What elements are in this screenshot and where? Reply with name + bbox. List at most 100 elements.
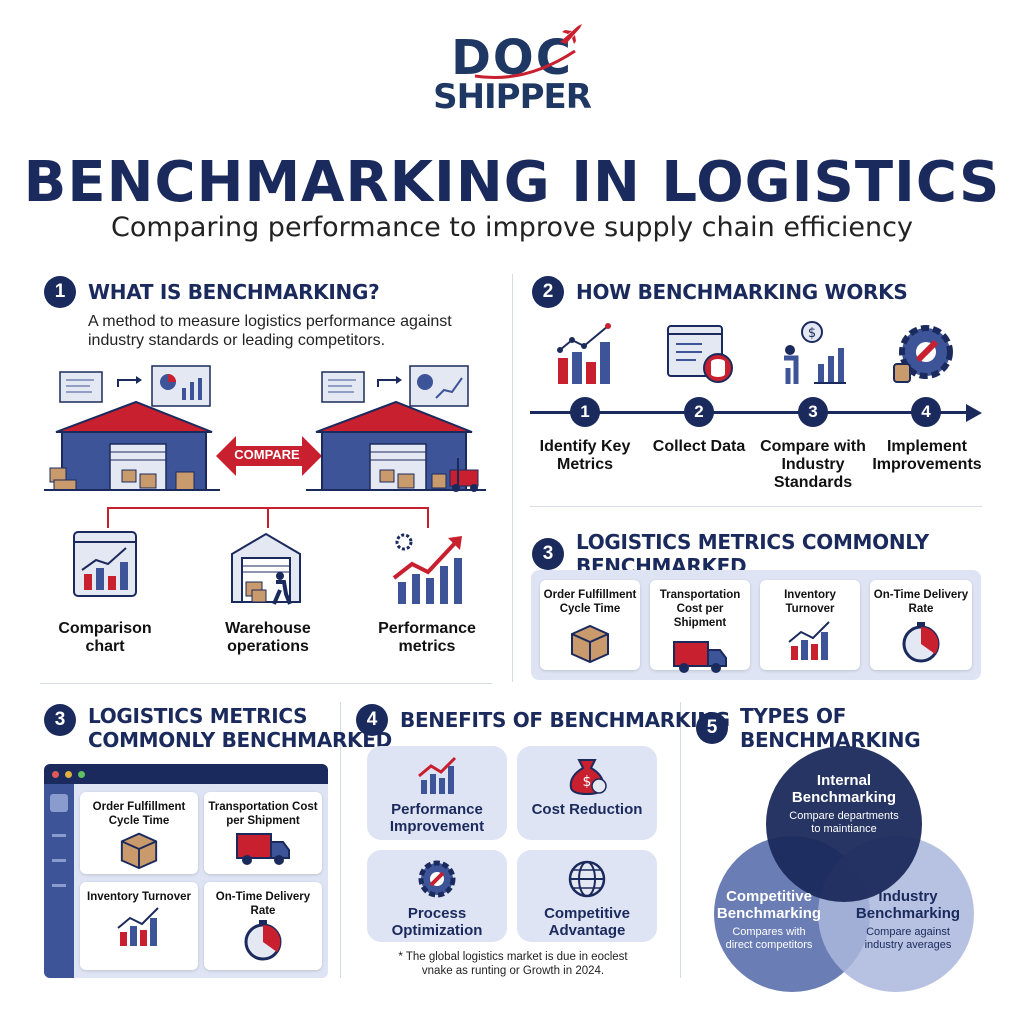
mock-card-transportation-cost: Transportation Cost per Shipment — [204, 792, 322, 874]
svg-text:$: $ — [583, 774, 592, 790]
benefit-cost-reduction: $ Cost Reduction — [517, 746, 657, 840]
metric-card-label: Inventory Turnover — [784, 589, 836, 615]
gear-wrench-icon — [418, 860, 456, 898]
venn-internal-desc: Compare departments to maintiance — [789, 810, 899, 835]
step1-number: 1 — [570, 397, 600, 427]
globe-icon — [568, 860, 606, 898]
benefit-performance-improvement: Performance Improvement — [367, 746, 507, 840]
section3b-title-line2: COMMONLY BENCHMARKED — [88, 728, 392, 752]
section1-header: 1 WHAT IS BENCHMARKING? — [44, 276, 380, 308]
venn-industry-title: Industry Benchmarking — [855, 888, 961, 922]
window-titlebar — [44, 764, 328, 784]
mock-card-label: Transportation Cost per Shipment — [208, 801, 318, 827]
section3b-header: 3 LOGISTICS METRICS COMMONLY BENCHMARKED — [44, 704, 392, 752]
divider-vertical-bottom-1 — [340, 702, 341, 978]
section3a-number: 3 — [532, 538, 564, 570]
section5-number: 5 — [696, 712, 728, 744]
performance-metrics-icon — [392, 533, 462, 604]
page-subtitle: Comparing performance to improve supply … — [111, 212, 913, 243]
compare-arrow-icon — [216, 436, 322, 476]
section1-title: WHAT IS BENCHMARKING? — [88, 280, 380, 304]
benefit-competitive-advantage: Competitive Advantage — [517, 850, 657, 942]
section4-number: 4 — [356, 704, 388, 736]
section1-number: 1 — [44, 276, 76, 308]
implement-improvements-icon — [893, 325, 953, 383]
stopwatch-icon — [244, 920, 282, 961]
plane-icon — [560, 24, 582, 44]
metric-card-label: Transportation Cost per Shipment — [659, 589, 741, 629]
step4-number: 4 — [911, 397, 941, 427]
mock-card-inventory-turnover: Inventory Turnover — [80, 882, 198, 970]
warehouse-operations-icon — [231, 532, 301, 605]
benefit-process-optimization: Process Optimization — [367, 850, 507, 942]
step2-label: Collect Data — [652, 438, 746, 455]
key-metrics-icon — [557, 323, 611, 384]
compare-standards-icon: $ — [784, 321, 846, 384]
venn-industry: Industry Benchmarking Compare against in… — [852, 888, 964, 952]
money-bag-icon: $ — [569, 759, 607, 796]
performance-metrics-label: Performance metrics — [378, 620, 476, 655]
connector-bracket — [107, 507, 429, 528]
divider-horizontal-right — [530, 506, 982, 507]
bar-chart-icon — [117, 907, 159, 946]
benefit-label: Performance Improvement — [389, 801, 485, 835]
metric-card-transportation-cost: Transportation Cost per Shipment — [650, 580, 750, 673]
comparison-chart-label: Comparison chart — [58, 620, 152, 655]
timeline-line — [530, 411, 970, 414]
venn-competitive-desc: Compares with direct competitors — [725, 926, 813, 951]
section5-header: 5 TYPES OF BENCHMARKING — [696, 704, 1024, 752]
window-min-dot — [65, 770, 72, 778]
compare-label: COMPARE — [234, 447, 300, 462]
footnote: * The global logistics market is due in … — [356, 950, 670, 978]
section4-title: BENEFITS OF BENCHMARKING — [400, 708, 730, 732]
venn-internal: Internal Benchmarking Compare department… — [774, 772, 914, 836]
logo-bottom: SHIPPER — [433, 77, 592, 117]
metric-card-label: On-Time Delivery Rate — [873, 589, 969, 615]
footnote-line1: * The global logistics market is due in … — [398, 951, 628, 963]
box-icon — [120, 832, 158, 870]
svg-text:$: $ — [808, 326, 816, 341]
bar-chart-icon — [788, 621, 830, 660]
growth-chart-icon — [418, 756, 457, 794]
window-close-dot — [52, 770, 59, 778]
mock-card-order-fulfillment: Order Fulfillment Cycle Time — [80, 792, 198, 874]
step1-label: Identify Key Metrics — [539, 438, 631, 473]
section2-number: 2 — [532, 276, 564, 308]
venn-circle-internal — [766, 746, 922, 902]
comparison-chart-icon — [73, 531, 137, 597]
step3-number: 3 — [798, 397, 828, 427]
section4-header: 4 BENEFITS OF BENCHMARKING — [356, 704, 730, 736]
warehouse-right-icon — [306, 365, 486, 492]
window-max-dot — [78, 770, 85, 778]
mock-card-label: On-Time Delivery Rate — [215, 891, 311, 917]
metric-card-order-fulfillment: Order Fulfillment Cycle Time — [540, 580, 640, 670]
warehouse-left-icon — [44, 365, 220, 491]
step2-number: 2 — [684, 397, 714, 427]
step3-label: Compare with Industry Standards — [760, 438, 866, 491]
venn-diagram — [714, 746, 974, 992]
venn-competitive-title: Competitive Benchmarking — [716, 888, 822, 922]
logo: DOC SHIPPER — [0, 24, 1024, 117]
divider-vertical-top — [512, 274, 513, 682]
truck-icon — [673, 641, 727, 673]
section5-title: TYPES OF BENCHMARKING — [740, 704, 921, 752]
collect-data-icon — [667, 325, 733, 383]
mock-card-label: Inventory Turnover — [87, 891, 191, 903]
section1-description: A method to measure logistics performanc… — [88, 313, 452, 349]
warehouse-operations-label: Warehouse operations — [225, 620, 311, 655]
divider-vertical-bottom-2 — [680, 702, 681, 978]
divider-horizontal-left — [40, 683, 492, 684]
mock-card-label: Order Fulfillment Cycle Time — [92, 801, 186, 827]
metric-card-label: Order Fulfillment Cycle Time — [543, 589, 637, 615]
section3b-title-line1: LOGISTICS METRICS — [88, 704, 308, 728]
venn-industry-desc: Compare against industry averages — [864, 926, 952, 951]
metric-card-inventory-turnover: Inventory Turnover — [760, 580, 860, 670]
benefit-label: Process Optimization — [391, 905, 483, 939]
section3b-number: 3 — [44, 704, 76, 736]
benefit-label: Competitive Advantage — [544, 905, 630, 939]
mock-card-on-time-delivery: On-Time Delivery Rate — [204, 882, 322, 970]
venn-competitive: Competitive Benchmarking Compares with d… — [714, 888, 824, 952]
timeline-arrowhead-icon — [966, 404, 982, 422]
warehouse-comparison-illustration — [44, 365, 486, 492]
footnote-line2: vnake as runting or Growth in 2024. — [421, 965, 605, 977]
